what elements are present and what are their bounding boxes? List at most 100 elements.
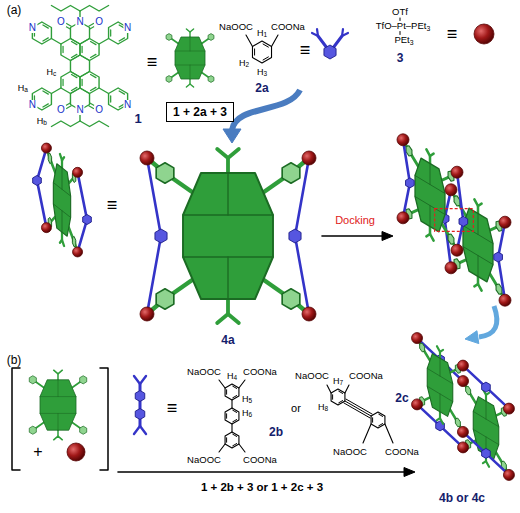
double-bond (91, 75, 96, 78)
double-bond (233, 396, 237, 398)
proton-label: Hc (47, 67, 57, 76)
proton-label: H3 (257, 68, 267, 77)
conjunction: or (291, 403, 301, 414)
platinum-ball (302, 151, 316, 165)
perylene-body (175, 37, 205, 79)
alkyl-stub (60, 240, 64, 246)
double-bond (263, 57, 268, 60)
platinum-ball (67, 443, 85, 461)
perylene-body (40, 380, 76, 430)
equivalence-sign: ≡ (447, 25, 458, 43)
linker-ring (459, 216, 468, 226)
atom-label: N (28, 100, 37, 110)
linker-arm (457, 172, 463, 250)
pyridyl-ring (29, 426, 36, 434)
curved-arrow (479, 306, 497, 337)
subscript: 3 (410, 39, 414, 46)
bracket (12, 368, 20, 470)
bond-line (99, 39, 109, 45)
bond-line (239, 444, 245, 452)
double-bond (43, 104, 48, 107)
text-part: H (239, 58, 246, 68)
arrow-head (223, 129, 241, 143)
equivalence-sign: ≡ (167, 399, 178, 417)
atom-label: N (75, 17, 84, 27)
ring-bond (371, 412, 385, 428)
linker-ring (494, 252, 503, 262)
subscript: 5 (248, 397, 252, 404)
pyridyl-ring (466, 386, 471, 395)
text-part: H (18, 83, 25, 93)
group-label: COONa (271, 22, 305, 32)
atom-label: O (94, 105, 104, 115)
perylene-segment (58, 413, 59, 430)
equivalence-sign: ≡ (300, 41, 311, 59)
text-part: H (257, 28, 264, 38)
reaction-box: 1 + 2a + 3 (166, 102, 234, 122)
double-bond (233, 434, 237, 436)
double-bond (379, 414, 383, 416)
bond-line (219, 380, 225, 388)
platinum-ball (503, 469, 514, 480)
subscript: 1 (263, 31, 267, 38)
linker-arm (463, 366, 509, 409)
group-label: COONa (349, 371, 383, 381)
linker-ring (482, 448, 491, 458)
pyridyl-ring (420, 343, 425, 352)
panel-letter: (b) (7, 354, 22, 366)
atom-label: O (94, 17, 104, 27)
linker-ring (135, 409, 145, 420)
atom-label: O (56, 17, 66, 27)
perylene-body (473, 397, 499, 460)
alkyl-stub (186, 84, 193, 87)
pyridyl-ring (72, 236, 75, 246)
bond-line (345, 385, 349, 393)
compound-number: 2c (395, 392, 408, 404)
group-label: NaOOC (333, 447, 367, 457)
pyridyl-ring (208, 34, 214, 41)
compound-number: 3 (397, 52, 404, 64)
linker-ring (324, 45, 336, 59)
bracket (100, 368, 108, 470)
box-text: 1 + 2a + 3 (173, 105, 227, 119)
bond-line (246, 35, 252, 47)
platinum-ball (412, 333, 423, 344)
scheme-drawing (12, 6, 514, 481)
platinum-ball (503, 403, 514, 414)
double-bond (66, 106, 71, 109)
compound-number: 1 (134, 112, 141, 125)
atom-label: N (123, 23, 132, 33)
platinum-ball (73, 167, 83, 177)
group-label: NaOOC (187, 455, 221, 465)
double-bond (233, 420, 237, 422)
group-label: COONa (243, 455, 277, 465)
pyridyl-ring (455, 418, 460, 427)
group-label: NaOOC (219, 22, 253, 32)
platinum-ball (41, 223, 51, 233)
linker-arm (417, 338, 463, 381)
linker-ring (482, 382, 491, 392)
alkyl-stub (226, 299, 230, 314)
perylene-segment (478, 256, 479, 277)
platinum-ball (412, 399, 423, 410)
platinum-ball (474, 24, 494, 44)
subscript: 4 (233, 374, 237, 381)
atom-label: N (123, 100, 132, 110)
linker-fork (342, 29, 348, 36)
platinum-ball (140, 307, 154, 321)
platinum-ball (445, 262, 457, 274)
plus-sign: + (33, 444, 42, 460)
proton-label: H4 (227, 372, 237, 381)
alkyl-stub (426, 234, 433, 241)
pyridyl-ring (406, 146, 412, 156)
double-bond (81, 46, 82, 52)
linker-ring (83, 215, 92, 225)
pyridyl-ring (496, 284, 502, 294)
alkyl-stub (437, 418, 443, 424)
perylene-body (415, 158, 445, 232)
platinum-ball (499, 294, 511, 306)
panel-letter: (a) (7, 4, 22, 16)
proton-label: Ha (18, 84, 28, 93)
subscript: c (53, 70, 56, 77)
alkyl-stub (186, 29, 193, 32)
